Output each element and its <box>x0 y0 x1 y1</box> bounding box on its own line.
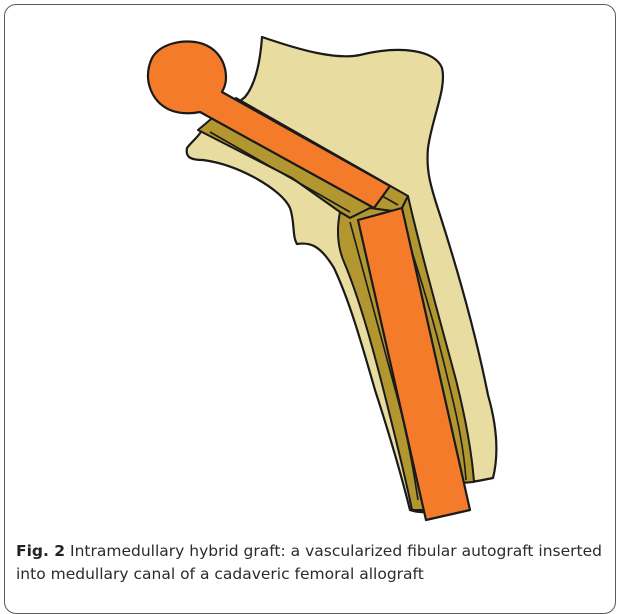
graft-illustration <box>0 0 622 540</box>
figure-caption: Fig. 2 Intramedullary hybrid graft: a va… <box>16 540 612 586</box>
figure-caption-text: Intramedullary hybrid graft: a vasculari… <box>16 542 602 583</box>
figure-label: Fig. 2 <box>16 542 65 560</box>
